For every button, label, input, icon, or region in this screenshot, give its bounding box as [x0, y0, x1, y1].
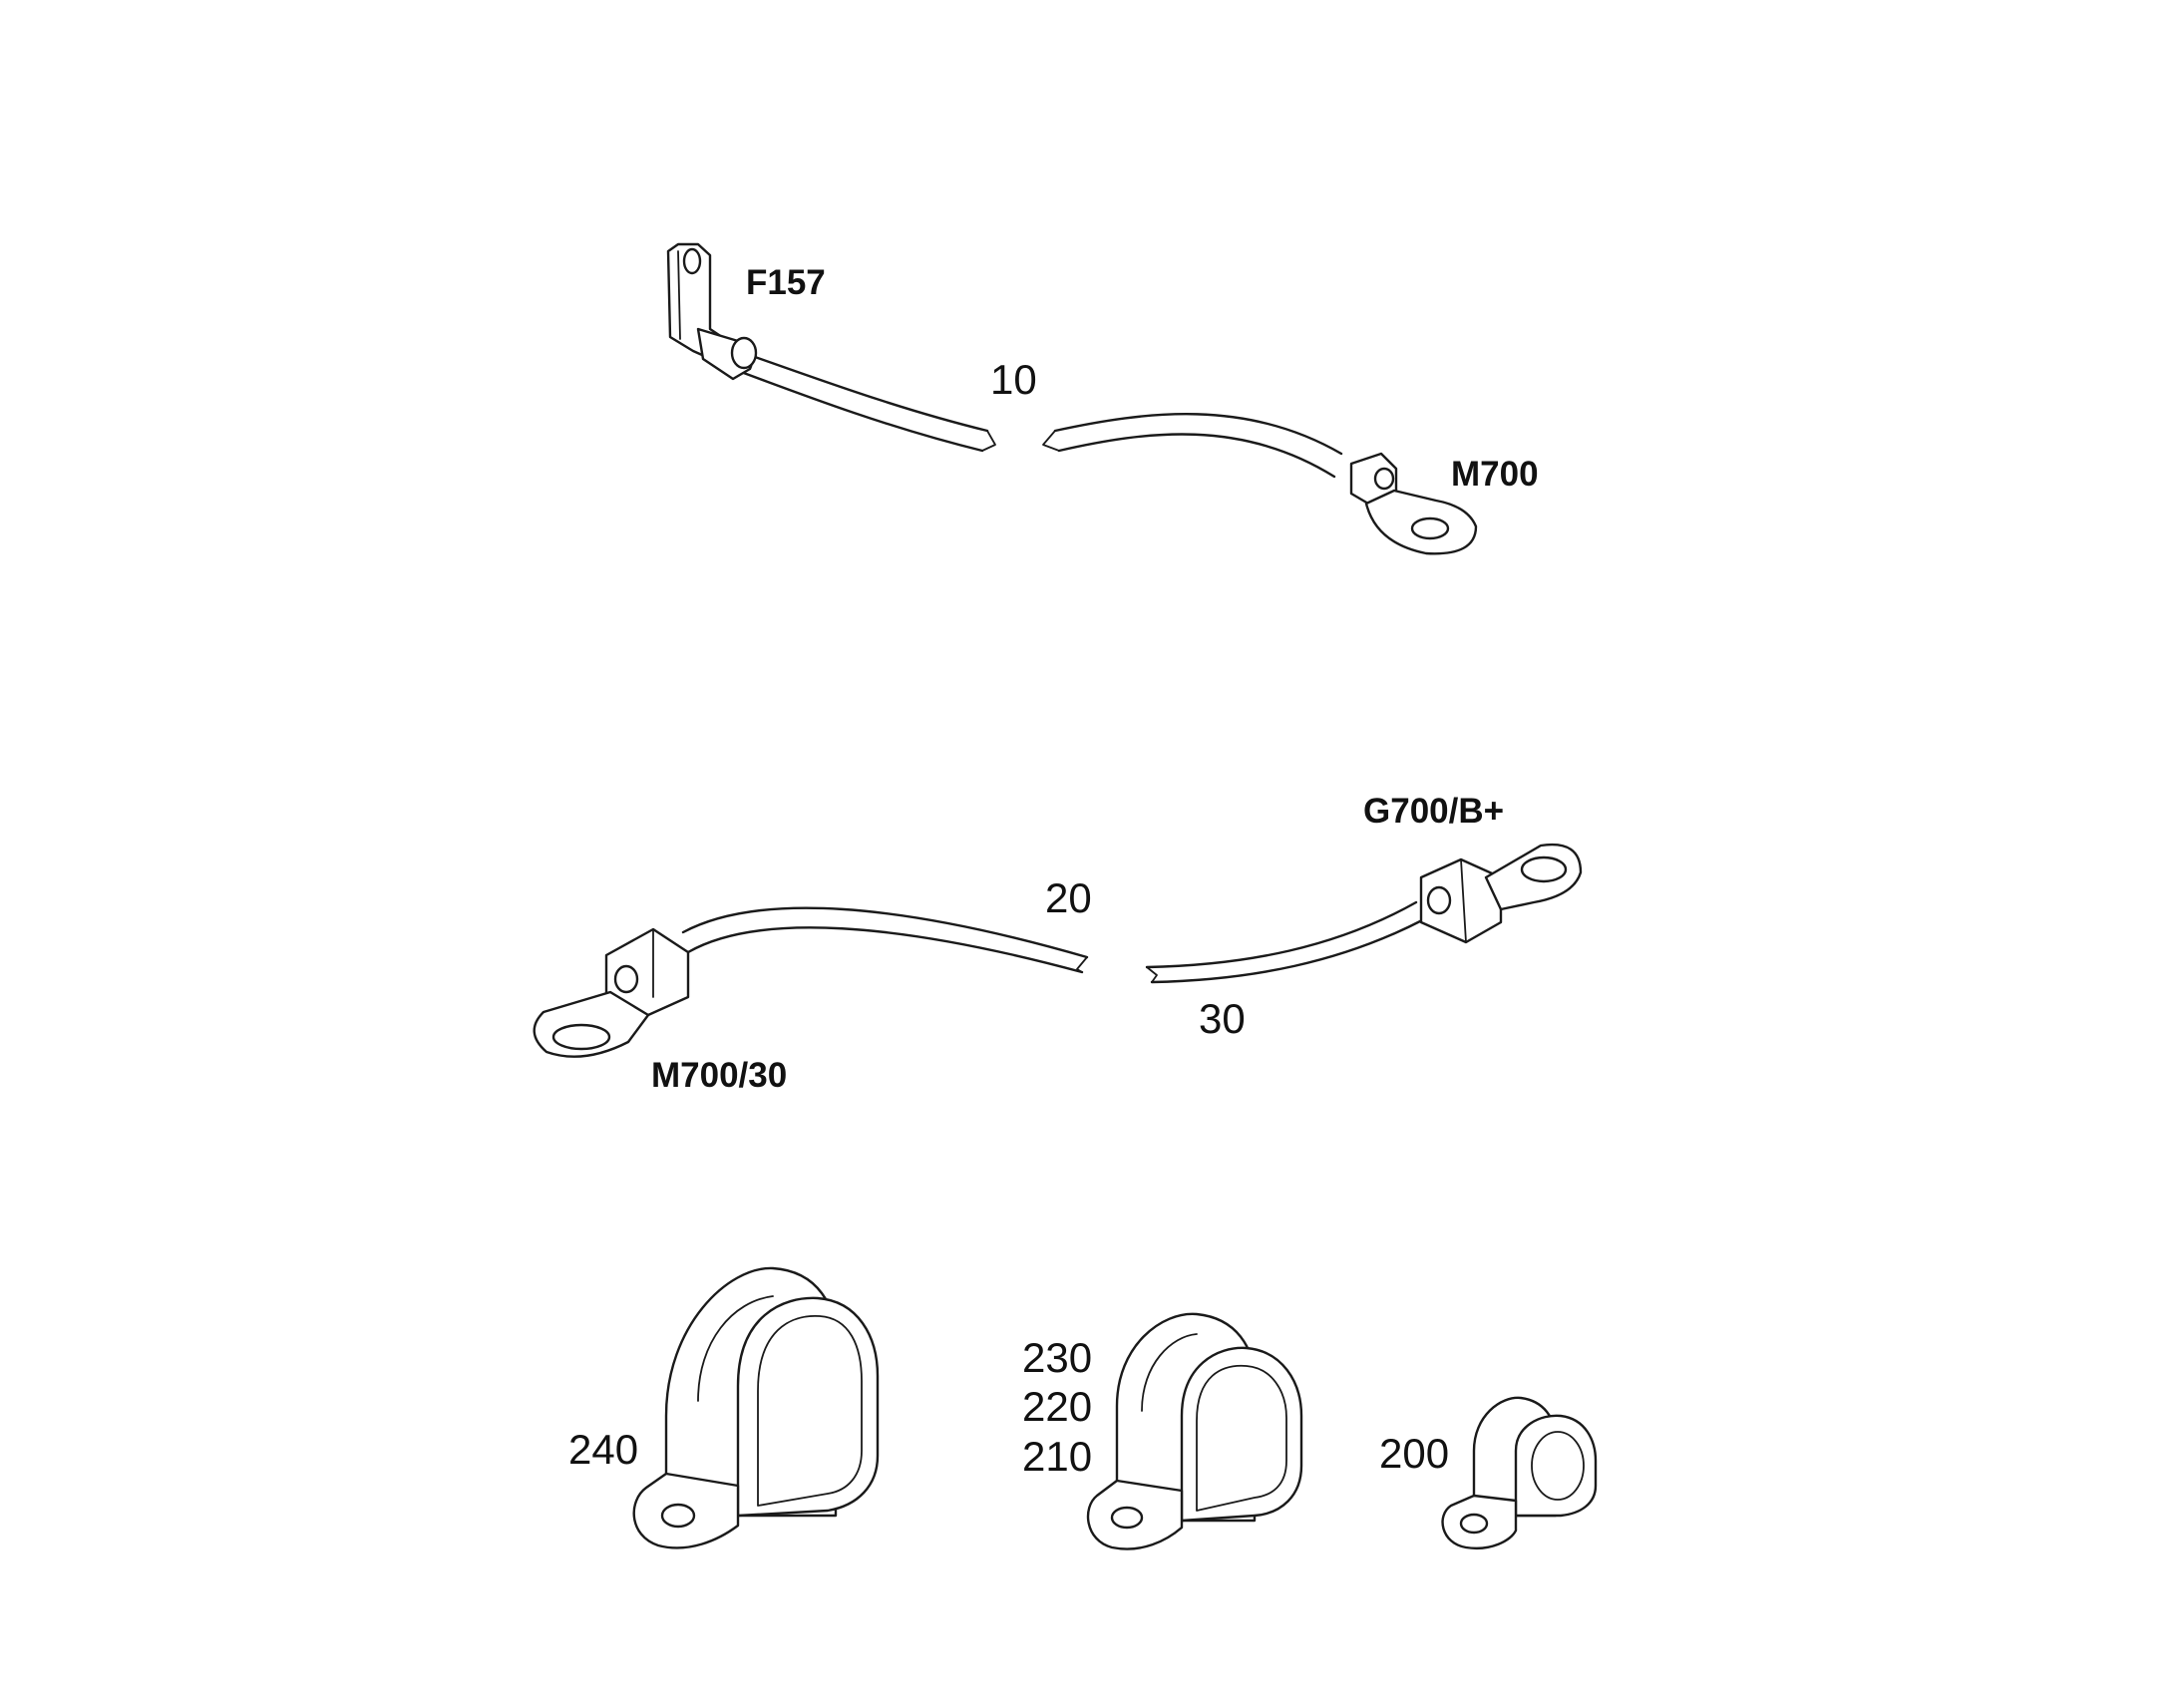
terminal-g700	[1419, 843, 1583, 944]
terminal-m700	[1349, 452, 1478, 555]
label-20: 20	[1045, 874, 1092, 921]
clamp-210-230	[1086, 1312, 1303, 1550]
label-30: 30	[1199, 995, 1246, 1042]
label-220: 220	[1022, 1383, 1092, 1430]
label-m700-30: M700/30	[651, 1056, 787, 1095]
cable-10	[666, 242, 1478, 555]
clamp-240	[632, 1266, 880, 1549]
terminal-f157	[666, 242, 758, 381]
clamp-200	[1441, 1396, 1598, 1550]
label-240: 240	[568, 1426, 638, 1473]
label-230: 230	[1022, 1334, 1092, 1381]
cable-30	[1145, 843, 1583, 984]
cable-20	[533, 906, 1089, 1058]
label-g700-b: G700/B+	[1363, 792, 1504, 831]
terminal-m700-30	[533, 927, 690, 1058]
label-m700: M700	[1451, 455, 1539, 494]
label-210: 210	[1022, 1433, 1092, 1480]
label-f157: F157	[746, 263, 826, 302]
label-10: 10	[990, 356, 1037, 403]
label-200: 200	[1379, 1430, 1449, 1477]
